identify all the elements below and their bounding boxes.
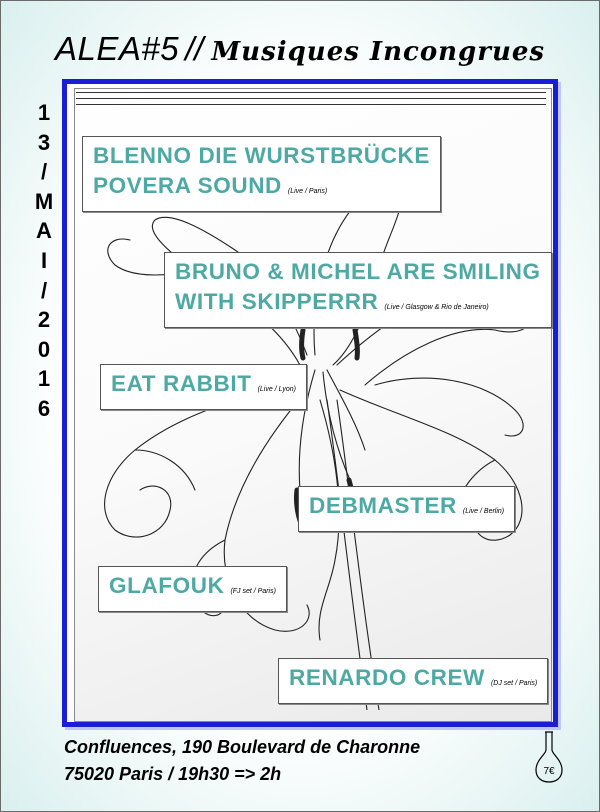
act-name: BLENNO DIE WURSTBRÜCKE [93, 143, 430, 168]
date-char: 3 [37, 129, 51, 155]
date-char: 1 [37, 100, 51, 125]
act-line: POVERA SOUND (Live / Paris) [93, 171, 430, 207]
act-name: DEBMASTER [309, 493, 457, 518]
act-box-glafouk: GLAFOUK (FJ set / Paris) [98, 566, 287, 612]
act-line: WITH SKIPPERRR (Live / Glasgow & Rio de J… [175, 287, 541, 323]
act-box-bruno-michel: BRUNO & MICHEL ARE SMILING WITH SKIPPERR… [164, 252, 552, 328]
title-separator: // [185, 30, 204, 67]
event-name: ALEA#5 [54, 30, 180, 67]
act-note: (Live / Berlin) [462, 508, 505, 515]
act-note: (Live / Glasgow & Rio de Janeiro) [384, 304, 489, 311]
act-name: GLAFOUK [109, 573, 225, 598]
act-name: EAT RABBIT [111, 371, 252, 396]
date-char: / [40, 277, 48, 303]
act-line: EAT RABBIT (Live / Lyon) [111, 369, 296, 405]
venue-address: Confluences, 190 Boulevard de Charonne [64, 737, 421, 757]
act-box-renardo-crew: RENARDO CREW (DJ set / Paris) [278, 658, 549, 704]
lily-flower-illustration [104, 185, 536, 710]
date-char: I [40, 247, 48, 273]
date-char: / [40, 159, 48, 185]
top-rule [76, 98, 546, 99]
act-box-debmaster: DEBMASTER (Live / Berlin) [298, 486, 516, 532]
event-subtitle: Musiques Incongrues [211, 37, 546, 67]
venue-city-time: 75020 Paris / 19h30 => 2h [64, 764, 282, 784]
act-line: GLAFOUK (FJ set / Paris) [109, 571, 276, 607]
date-char: 0 [37, 336, 51, 362]
flask-icon [535, 731, 563, 783]
date-char: 2 [37, 307, 51, 333]
act-line: RENARDO CREW (DJ set / Paris) [289, 663, 537, 699]
act-name: RENARDO CREW [289, 665, 485, 690]
act-box-eat-rabbit: EAT RABBIT (Live / Lyon) [100, 364, 307, 410]
act-note: (DJ set / Paris) [490, 680, 538, 687]
date-char: 6 [37, 395, 51, 421]
act-line: DEBMASTER (Live / Berlin) [309, 491, 504, 527]
ticket-price: 7€ [543, 766, 555, 777]
act-note: (Live / Lyon) [257, 386, 296, 393]
date-char: A [36, 218, 52, 244]
act-note: (Live / Paris) [287, 188, 328, 195]
act-name: BRUNO & MICHEL ARE SMILING [175, 259, 541, 284]
event-date: 1 3 / M A I / 2 0 1 6 [28, 98, 60, 424]
date-char: M [34, 188, 54, 214]
act-name: WITH SKIPPERRR [175, 289, 379, 314]
act-box-blenno-povera: BLENNO DIE WURSTBRÜCKE POVERA SOUND (Live… [82, 136, 441, 212]
date-char: 1 [37, 366, 51, 392]
act-note: (FJ set / Paris) [230, 588, 276, 595]
act-line: BRUNO & MICHEL ARE SMILING [175, 257, 541, 287]
act-name: POVERA SOUND [93, 173, 282, 198]
top-rule [76, 92, 546, 93]
poster-title: ALEA#5//Musiques Incongrues [0, 30, 600, 68]
act-line: BLENNO DIE WURSTBRÜCKE [93, 141, 430, 171]
top-rule [76, 104, 546, 105]
